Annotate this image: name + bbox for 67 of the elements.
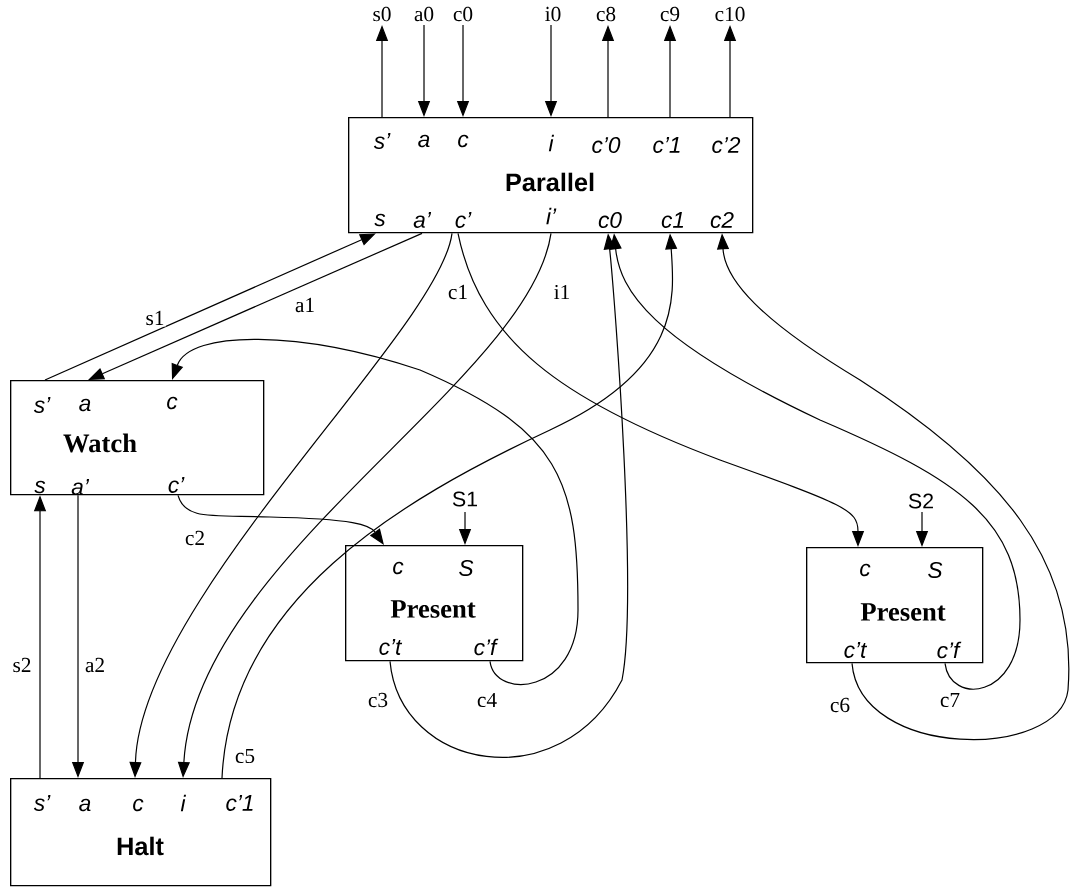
wire-label: s2 — [11, 656, 33, 674]
port-label: s’ — [373, 133, 391, 149]
wire-label: a2 — [83, 656, 107, 674]
port-label: a — [79, 798, 91, 812]
wire-label: c8 — [594, 5, 618, 23]
wire-arrow — [171, 338, 579, 685]
wire-label: a1 — [293, 296, 317, 314]
block-box — [10, 380, 265, 496]
port-label: c’2 — [712, 136, 741, 154]
port-label: i — [548, 134, 555, 152]
port-label: s — [374, 213, 386, 227]
wire-label: c1 — [446, 283, 470, 301]
block-box — [345, 545, 524, 662]
wire-label: S2 — [906, 492, 936, 510]
block-title: Halt — [117, 836, 164, 856]
port-label: c1 — [661, 212, 684, 228]
port-label: c0 — [598, 211, 622, 229]
port-label: c — [133, 798, 144, 812]
wire-label: S1 — [450, 490, 480, 508]
port-label: c’1 — [226, 795, 253, 811]
port-label: s’ — [33, 397, 51, 413]
block-title: Present — [390, 600, 476, 618]
port-label: c’t — [844, 642, 868, 658]
port-label: i’ — [546, 207, 557, 225]
wire-label: c6 — [828, 696, 852, 714]
wire-label: s1 — [144, 309, 166, 327]
wire-label: c10 — [713, 5, 747, 23]
port-label: c’ — [455, 212, 472, 228]
port-label: c2 — [710, 211, 734, 229]
port-label: c — [860, 563, 871, 577]
wire-arrow — [44, 233, 376, 381]
block-box — [806, 547, 984, 664]
wire-label: c4 — [475, 691, 499, 709]
block-box — [348, 117, 754, 234]
block-title: Watch — [63, 433, 137, 453]
wire-arrow — [88, 232, 423, 380]
wire-label: i1 — [552, 283, 572, 301]
wire-label: c5 — [233, 747, 257, 765]
port-label: c — [458, 134, 469, 148]
port-label: c’1 — [653, 137, 680, 153]
port-label: c’f — [474, 638, 499, 656]
wire-label: i0 — [543, 5, 563, 23]
wire-label: s0 — [371, 5, 393, 23]
port-label: S — [928, 561, 943, 579]
block-title: Present — [860, 603, 946, 621]
port-label: s’ — [33, 795, 51, 811]
port-label: c’f — [937, 641, 962, 659]
block-box — [10, 778, 272, 887]
port-label: c’t — [379, 639, 403, 655]
port-label: a’ — [413, 212, 432, 228]
block-title: Parallel — [506, 172, 594, 192]
port-label: s — [34, 480, 46, 494]
wire-label: c9 — [658, 5, 682, 23]
port-label: c — [393, 561, 404, 575]
port-label: S — [459, 559, 474, 577]
port-label: i — [180, 794, 187, 812]
port-label: a — [79, 398, 91, 412]
port-label: c — [167, 396, 178, 410]
port-label: c’ — [168, 477, 185, 493]
wire-label: c3 — [366, 691, 390, 709]
wire-label: c7 — [938, 691, 962, 709]
wire-label: c2 — [183, 529, 207, 547]
wire-label: c0 — [451, 5, 475, 23]
wire-label: a0 — [412, 5, 436, 23]
port-label: a — [418, 134, 430, 148]
port-label: c’0 — [592, 136, 621, 154]
wire-arrow — [177, 494, 384, 545]
